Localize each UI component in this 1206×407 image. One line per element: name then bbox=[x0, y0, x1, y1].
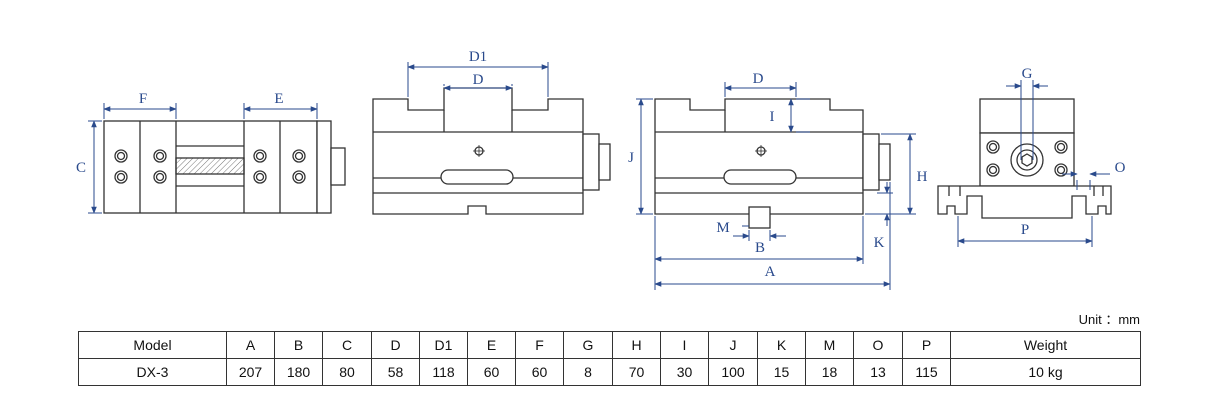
bolt-holes bbox=[114, 149, 306, 184]
table-cell: 60 bbox=[467, 358, 516, 386]
dim-label-B: B bbox=[755, 240, 765, 256]
dim-label-E: E bbox=[274, 91, 283, 107]
header-cell: I bbox=[660, 331, 709, 359]
dim-label-H: H bbox=[917, 169, 928, 185]
dim-label-I: I bbox=[770, 109, 775, 125]
unit-note: Unit ：mm bbox=[1078, 312, 1140, 327]
end-view bbox=[937, 98, 1112, 219]
header-cell: H bbox=[612, 331, 661, 359]
table-cell: 180 bbox=[274, 358, 323, 386]
header-cell: P bbox=[902, 331, 951, 359]
table-cell: 18 bbox=[805, 358, 854, 386]
end-view-dimensions bbox=[957, 80, 1110, 247]
table-cell: 60 bbox=[515, 358, 564, 386]
front-view-dimensions bbox=[407, 62, 549, 97]
header-cell: D1 bbox=[419, 331, 468, 359]
dim-label-D-side: D bbox=[753, 71, 764, 87]
table-cell: 58 bbox=[371, 358, 420, 386]
header-cell: J bbox=[708, 331, 758, 359]
front-view bbox=[372, 87, 611, 215]
plan-view-dimensions bbox=[88, 103, 318, 214]
table-cell: 115 bbox=[902, 358, 951, 386]
header-cell: O bbox=[853, 331, 903, 359]
table-cell: 100 bbox=[708, 358, 758, 386]
dim-label-D-front: D bbox=[473, 72, 484, 88]
dim-label-G: G bbox=[1022, 66, 1033, 82]
header-cell: G bbox=[563, 331, 613, 359]
header-cell: M bbox=[805, 331, 854, 359]
header-cell: E bbox=[467, 331, 516, 359]
header-cell: C bbox=[322, 331, 372, 359]
header-cell: F bbox=[515, 331, 564, 359]
table-cell: DX-3 bbox=[78, 358, 227, 386]
header-cell: Weight bbox=[950, 331, 1141, 359]
header-cell: B bbox=[274, 331, 323, 359]
dim-label-K: K bbox=[874, 235, 885, 251]
side-view bbox=[654, 98, 891, 229]
dim-label-O: O bbox=[1115, 160, 1126, 176]
table-cell: 30 bbox=[660, 358, 709, 386]
table-cell: 15 bbox=[757, 358, 806, 386]
table-cell: 80 bbox=[322, 358, 372, 386]
table-cell: 118 bbox=[419, 358, 468, 386]
table-cell: 70 bbox=[612, 358, 661, 386]
dim-label-P: P bbox=[1021, 222, 1029, 238]
table-cell: 8 bbox=[563, 358, 613, 386]
header-cell: Model bbox=[78, 331, 227, 359]
header-cell: A bbox=[226, 331, 275, 359]
dim-label-F: F bbox=[139, 91, 147, 107]
table-cell: 13 bbox=[853, 358, 903, 386]
plan-view bbox=[103, 120, 346, 214]
vise-technical-drawing: F E C D1 D bbox=[76, 49, 1126, 290]
dim-label-A: A bbox=[765, 264, 776, 280]
dim-label-M: M bbox=[716, 220, 729, 236]
dim-label-J: J bbox=[628, 150, 634, 166]
dim-label-C: C bbox=[76, 160, 86, 176]
side-view-dimensions bbox=[636, 82, 916, 290]
table-cell: 10 kg bbox=[950, 358, 1141, 386]
table-cell: 207 bbox=[226, 358, 275, 386]
header-cell: K bbox=[757, 331, 806, 359]
dim-label-D1: D1 bbox=[469, 49, 487, 65]
header-cell: D bbox=[371, 331, 420, 359]
